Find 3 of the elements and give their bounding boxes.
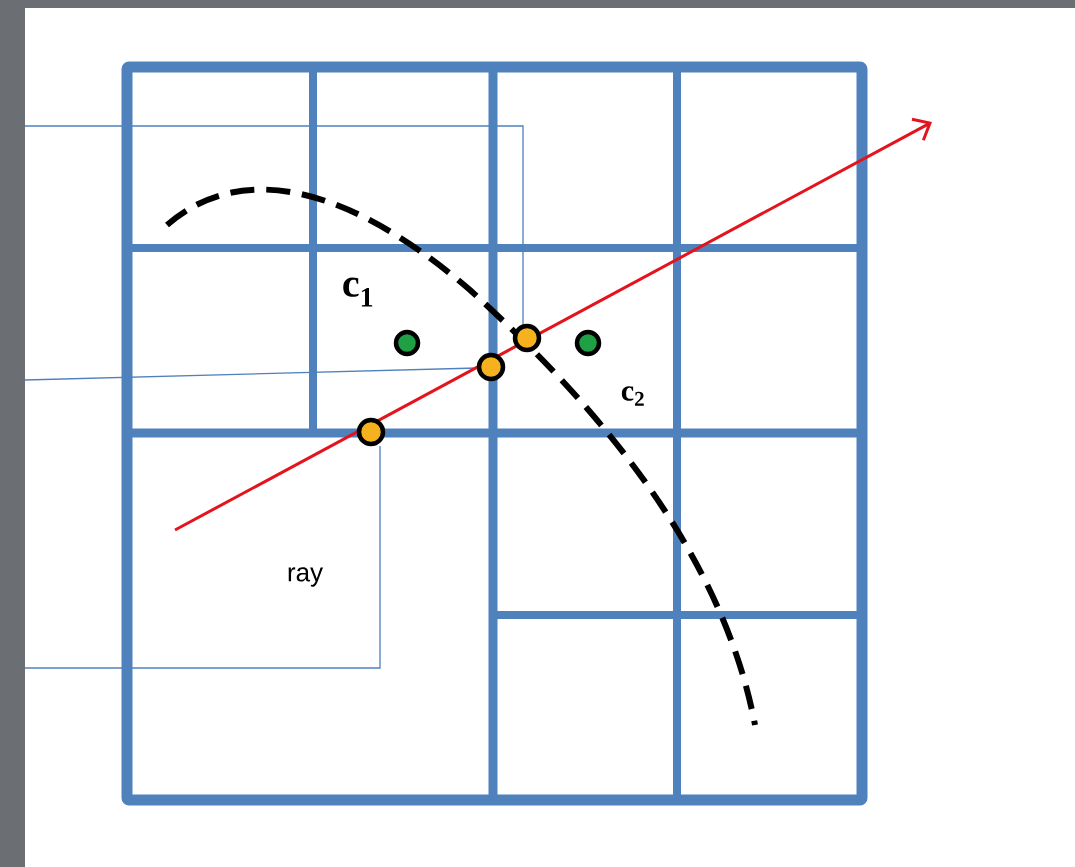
- point-label: c$_{2}$: [621, 386, 644, 406]
- point-label: c$_{1}$: [343, 277, 373, 307]
- point-label: ray: [288, 567, 323, 587]
